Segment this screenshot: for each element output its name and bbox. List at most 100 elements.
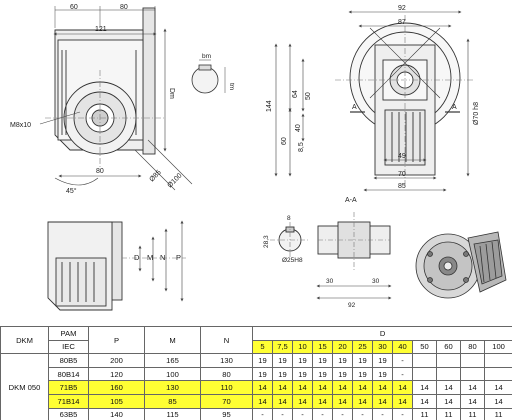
- header-ratio: 40: [392, 339, 413, 355]
- dim-front-80: 80: [120, 4, 128, 11]
- dim-bottom-m: M: [147, 253, 153, 262]
- d-cell: -: [392, 366, 413, 382]
- bottom-view: [47, 220, 186, 311]
- header-ratio: 20: [332, 339, 353, 355]
- side-view: [274, 10, 475, 192]
- dim-front-80b: 80: [96, 168, 104, 175]
- d-cell: 19: [272, 353, 293, 368]
- dim-side-87: 87: [398, 19, 406, 26]
- d-cell: 19: [312, 366, 333, 382]
- dim-side-d70h8: Ø70 h8: [473, 102, 480, 125]
- d-cell: 19: [252, 353, 273, 368]
- d-cell: [460, 366, 485, 382]
- dim-bottom-p: P: [176, 253, 181, 262]
- d-cell: 14: [460, 393, 485, 409]
- table-row: 80B14 120 100 80 19 19 19 19 19 19 19 -: [1, 366, 512, 382]
- table-row: 63B5 140 115 95 - - - - - - - - 11 11 11…: [1, 407, 512, 420]
- d-cell: -: [352, 407, 373, 420]
- header-ratio: 10: [292, 339, 313, 355]
- d-cell: 11: [483, 407, 512, 420]
- dim-shaft-92: 92: [348, 302, 356, 309]
- p-cell: 105: [88, 393, 145, 409]
- dim-side-50: 50: [305, 92, 312, 100]
- header-ratio: 15: [312, 339, 333, 355]
- d-cell: 14: [412, 380, 437, 395]
- d-cell: 11: [460, 407, 485, 420]
- dim-bottom-d: D: [134, 253, 140, 262]
- d-cell: 19: [252, 366, 273, 382]
- d-cell: 14: [352, 393, 373, 409]
- p-cell: 160: [88, 380, 145, 395]
- d-cell: 19: [292, 353, 313, 368]
- d-cell: -: [372, 407, 393, 420]
- header-ratio: 60: [436, 339, 461, 355]
- d-cell: -: [332, 407, 353, 420]
- d-cell: 14: [352, 380, 373, 395]
- dim-front-45: 45°: [66, 187, 77, 195]
- header-ratio: 7,5: [272, 339, 293, 355]
- dim-side-85: 85: [398, 183, 406, 190]
- isometric-view: [415, 231, 507, 299]
- header-ratio: 25: [352, 339, 373, 355]
- dim-front-121: 121: [95, 26, 107, 33]
- dim-side-60: 60: [281, 137, 288, 145]
- d-cell: 14: [252, 393, 273, 409]
- dim-shaft-d25h8: Ø25H8: [282, 257, 303, 264]
- d-cell: 19: [372, 366, 393, 382]
- p-cell: 200: [88, 353, 145, 368]
- dim-keyway-tm: tm: [228, 83, 235, 90]
- keyway-labels: bm tm: [202, 53, 235, 90]
- d-cell: 11: [436, 407, 461, 420]
- d-cell: 14: [332, 380, 353, 395]
- d-cell: 14: [436, 393, 461, 409]
- dim-side-92: 92: [398, 5, 406, 12]
- dim-shaft-30b: 30: [372, 278, 380, 285]
- bottom-view-labels: D M N P: [134, 253, 181, 262]
- d-cell: 14: [392, 380, 413, 395]
- dim-front-60: 60: [70, 4, 78, 11]
- d-cell: 14: [483, 393, 512, 409]
- d-cell: [436, 353, 461, 368]
- d-cell: [412, 353, 437, 368]
- iec-cell: 71B5: [48, 380, 89, 395]
- dim-shaft-8: 8: [287, 215, 291, 222]
- dim-side-144: 144: [266, 100, 273, 112]
- header-ratio: 5: [252, 339, 273, 355]
- dim-keyway-bm: bm: [202, 53, 211, 60]
- drawings-area: 60 80 121 Dm M8x10 45° 80 Ø85 Ø100 bm tm: [10, 4, 507, 311]
- d-cell: 14: [252, 380, 273, 395]
- m-cell: 100: [144, 366, 201, 382]
- d-cell: -: [272, 407, 293, 420]
- table-row-highlighted: 71B5 160 130 110 14 14 14 14 14 14 14 14…: [1, 380, 512, 395]
- d-cell: 19: [272, 366, 293, 382]
- n-cell: 130: [200, 353, 253, 368]
- table-row-highlighted: 71B14 105 85 70 14 14 14 14 14 14 14 14 …: [1, 393, 512, 409]
- header-p: P: [88, 325, 145, 355]
- m-cell: 165: [144, 353, 201, 368]
- d-cell: 19: [332, 353, 353, 368]
- d-cell: 14: [292, 393, 313, 409]
- dim-shaft-30a: 30: [326, 278, 334, 285]
- shaft-section: [270, 212, 392, 300]
- iec-cell: 71B14: [48, 393, 89, 409]
- header-iec: IEC: [48, 339, 89, 355]
- header-m: M: [144, 325, 201, 355]
- d-cell: 19: [352, 366, 373, 382]
- d-cell: 14: [483, 380, 512, 395]
- d-cell: 19: [352, 353, 373, 368]
- dim-front-m8x10: M8x10: [10, 122, 31, 129]
- m-cell: 85: [144, 393, 201, 409]
- d-cell: 14: [392, 393, 413, 409]
- d-cell: 11: [412, 407, 437, 420]
- dim-front-d85: Ø85: [148, 169, 162, 183]
- header-d: D: [251, 326, 512, 341]
- d-cell: 14: [272, 380, 293, 395]
- d-cell: 14: [312, 393, 333, 409]
- d-cell: [460, 353, 485, 368]
- d-cell: 14: [292, 380, 313, 395]
- dim-side-70: 70: [398, 171, 406, 178]
- d-cell: 14: [372, 393, 393, 409]
- m-cell: 115: [144, 407, 201, 420]
- n-cell: 70: [200, 393, 253, 409]
